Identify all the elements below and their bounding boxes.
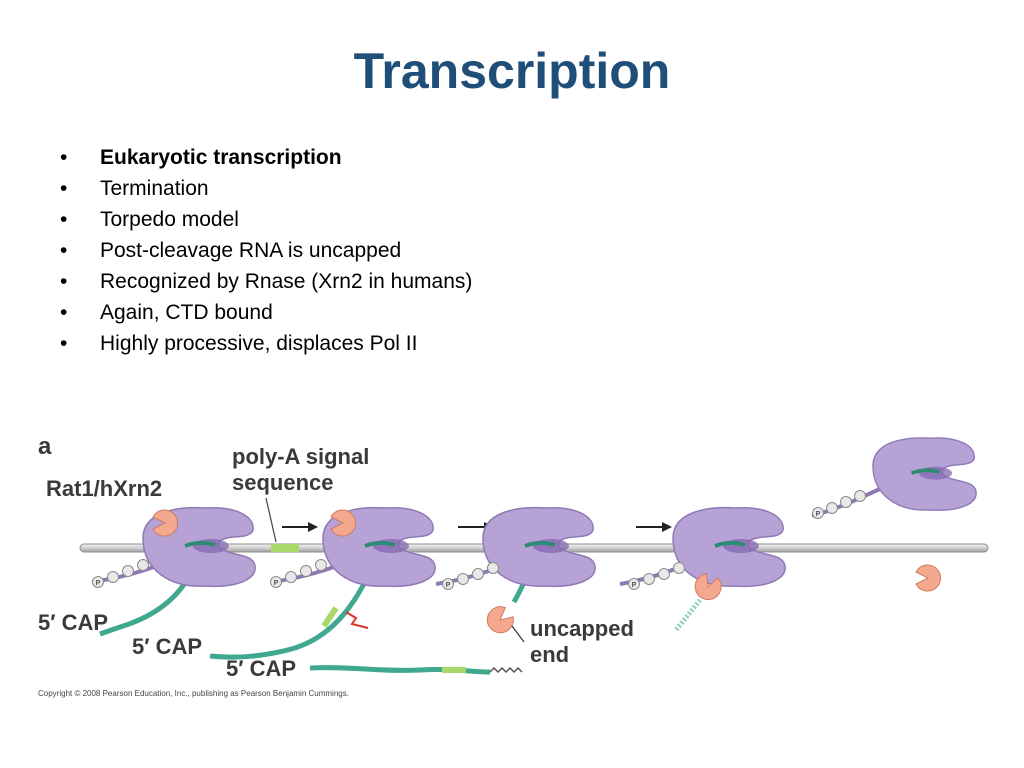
panel-label: a — [38, 433, 52, 460]
phosphate-letter: P — [96, 580, 101, 587]
rna-polymerase-ii — [91, 505, 258, 637]
bullet-marker: • — [60, 177, 68, 200]
direction-arrow — [282, 522, 318, 532]
phosphate-letter: P — [632, 582, 637, 589]
bullet-marker: • — [60, 239, 68, 262]
nascent-rna — [209, 551, 381, 660]
exonuclease-icon — [481, 601, 519, 639]
bullet-text: Again, CTD bound — [100, 301, 273, 324]
bullet-marker: • — [60, 270, 68, 293]
uncapped-label-line2: end — [530, 642, 569, 667]
torpedo-model-figure: a Rat1/hXrn2 poly-A signal sequence — [38, 433, 989, 698]
degraded-rna — [674, 598, 702, 632]
bullet-item: • Post-cleavage RNA is uncapped — [60, 239, 520, 263]
phosphate-letter: P — [816, 511, 821, 518]
enzyme-label: Rat1/hXrn2 — [46, 476, 162, 501]
cap-label: 5′ CAP — [38, 610, 108, 635]
uncapped-label-line1: uncapped — [530, 616, 634, 641]
bullet-item: • Torpedo model — [60, 208, 520, 232]
rna-polymerase-ii — [619, 505, 788, 632]
uncapped-pointer — [511, 625, 525, 643]
poly-a-signal-rna — [321, 606, 339, 628]
cleavage-icon — [345, 611, 369, 629]
signal-label-line2: sequence — [232, 470, 334, 495]
bullet-item: • Recognized by Rnase (Xrn2 in humans) — [60, 270, 520, 294]
signal-label-line1: poly-A signal — [232, 444, 369, 469]
bullet-marker: • — [60, 301, 68, 324]
bullet-marker: • — [60, 146, 68, 169]
cap-label: 5′ CAP — [132, 634, 202, 659]
bullet-item: • Highly processive, displaces Pol II — [60, 332, 520, 356]
bullet-text: Torpedo model — [100, 208, 239, 231]
bullet-text: Termination — [100, 177, 209, 200]
poly-a-signal-mark — [271, 544, 299, 552]
bullet-marker: • — [60, 332, 68, 355]
slide-title: Transcription — [353, 43, 671, 99]
cap-label: 5′ CAP — [226, 656, 296, 681]
bullet-item: • Eukaryotic transcription — [60, 146, 520, 170]
bullet-list: • Eukaryotic transcription • Termination •… — [60, 146, 520, 363]
released-rna — [309, 665, 491, 675]
phosphate-icons — [812, 490, 866, 519]
bullet-text: Eukaryotic transcription — [100, 146, 342, 169]
bullet-text: Post-cleavage RNA is uncapped — [100, 239, 402, 262]
bullet-text: Highly processive, displaces Pol II — [100, 332, 418, 355]
bullet-item: • Again, CTD bound — [60, 301, 520, 325]
released-polymerase — [811, 436, 978, 519]
phosphate-letter: P — [274, 580, 279, 587]
signal-pointer — [265, 497, 277, 543]
rna-polymerase-ii — [209, 505, 438, 660]
bullet-text: Recognized by Rnase (Xrn2 in humans) — [100, 270, 473, 293]
bullet-item: • Termination — [60, 177, 520, 201]
phosphate-letter: P — [446, 582, 451, 589]
bullet-marker: • — [60, 208, 68, 231]
direction-arrow — [636, 522, 672, 532]
rna-polymerase-ii — [435, 505, 598, 643]
poly-a-tail — [489, 666, 523, 674]
released-exonuclease-icon — [915, 564, 942, 592]
copyright-text: Copyright © 2008 Pearson Education, Inc.… — [38, 689, 349, 698]
